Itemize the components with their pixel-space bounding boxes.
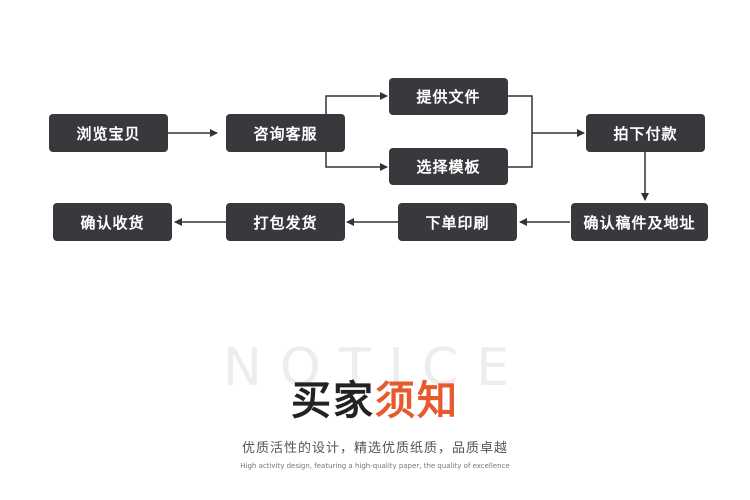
notice-section: NOTICE 买家须知 [0,338,750,448]
notice-subtitle-en: High activity design, featuring a high-q… [240,462,510,470]
step-place-order: 拍下付款 [586,114,705,152]
notice-title-part2: 须知 [375,378,459,424]
step-confirm-receipt: 确认收货 [53,203,172,241]
arrow-consult-choose [325,151,388,171]
notice-title: 买家须知 [0,376,750,426]
notice-subtitle: 优质活性的设计，精选优质纸质，品质卓越 [241,441,508,456]
flow-arrows [168,92,649,226]
arrow-consult-provide [325,92,388,115]
step-consult-label: 咨询客服 [253,124,318,143]
step-browse: 浏览宝贝 [49,114,168,152]
step-print-order-label: 下单印刷 [425,213,490,232]
step-confirm-receipt-label: 确认收货 [80,213,145,232]
step-confirm-draft-label: 确认稿件及地址 [583,213,696,232]
step-pack-ship: 打包发货 [226,203,345,241]
step-print-order: 下单印刷 [398,203,517,241]
step-choose-template: 选择模板 [389,148,508,185]
step-confirm-draft: 确认稿件及地址 [571,203,708,241]
step-choose-template-label: 选择模板 [416,158,481,176]
connector-provide [508,95,533,168]
step-consult: 咨询客服 [226,114,345,152]
step-browse-label: 浏览宝贝 [76,124,141,143]
step-provide-file-label: 提供文件 [416,88,481,106]
notice-title-part1: 买家 [291,378,375,424]
step-pack-ship-label: 打包发货 [253,213,318,232]
notice-watermark: NOTICE [222,338,528,398]
step-place-order-label: 拍下付款 [613,124,678,143]
step-provide-file: 提供文件 [389,78,508,115]
